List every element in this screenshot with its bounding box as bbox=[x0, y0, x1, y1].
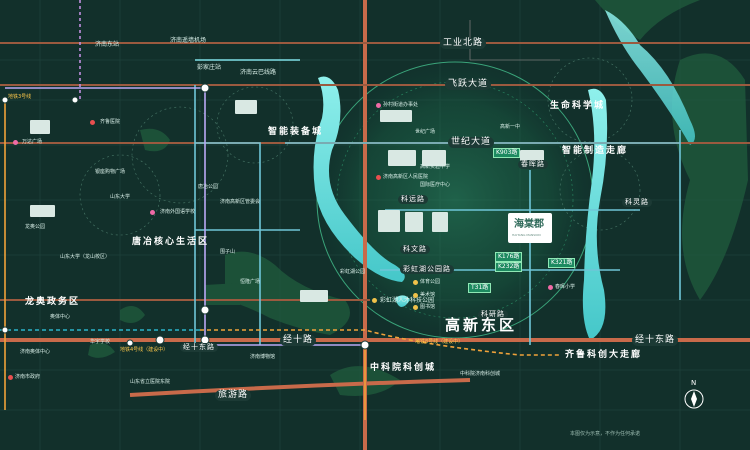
poi-marker bbox=[372, 298, 377, 303]
poi-international-medical: 国际医疗中心 bbox=[420, 182, 451, 188]
poi-provincial-hospital: 山东省立医院东院 bbox=[130, 379, 171, 385]
poi-sunshan-office: 孙村街道办事处 bbox=[383, 102, 419, 108]
road-shiji-label: 世纪大道 bbox=[448, 137, 495, 148]
metro-line3-label: 地铁3号线 bbox=[8, 94, 32, 100]
poi-yinzuo: 银座购物广场 bbox=[95, 169, 126, 175]
poi-chunhui-primary: 春晖小学 bbox=[555, 284, 576, 290]
stations bbox=[1, 83, 370, 350]
poi-marker bbox=[8, 375, 13, 380]
road-kewen-label: 科文路 bbox=[400, 245, 430, 254]
bus-k903: K903路 bbox=[493, 148, 521, 158]
poi-marker bbox=[413, 293, 418, 298]
poi-huayu-school: 华宇学校 bbox=[90, 339, 111, 345]
zone-life-science-city: 生命科学城 bbox=[550, 101, 606, 111]
poi-marker bbox=[413, 280, 418, 285]
poi-foreign-school: 济南外国语学校 bbox=[160, 209, 196, 215]
buildings bbox=[30, 100, 544, 302]
zone-qilu-corridor: 齐鲁科创大走廊 bbox=[565, 350, 643, 360]
poi-art-museum: 美术馆 bbox=[420, 292, 436, 298]
poi-shandong-uni: 山东大学 bbox=[110, 194, 131, 200]
bus-k232: K232路 bbox=[495, 262, 523, 272]
poi-renbao-park: 彩虹湖人才科技公园 bbox=[380, 297, 435, 304]
poi-qilu-hospital: 齐鲁医院 bbox=[100, 119, 121, 125]
road-jingshi-east-label: 经十东路 bbox=[632, 335, 679, 346]
project-name: 海棠郡 bbox=[514, 219, 544, 230]
poi-museum: 济南博物馆 bbox=[250, 354, 276, 360]
compass-n-label: N bbox=[691, 379, 697, 387]
jinan-east-station-label: 济南东站 bbox=[95, 41, 120, 48]
zone-zhongke-city: 中科院科创城 bbox=[370, 363, 437, 373]
zone-smart-manufacturing-city: 智能装备城 bbox=[268, 127, 324, 137]
poi-longao-park: 龙奥公园 bbox=[25, 224, 46, 230]
poi-shandong-uni-longshan: 山东大学（龙山校区） bbox=[60, 254, 111, 260]
poi-weizishan: 围子山 bbox=[220, 249, 236, 255]
road-gongye-north-label: 工业北路 bbox=[440, 38, 487, 49]
poi-jinan-city-gov: 济南市政府 bbox=[15, 374, 41, 380]
project-subtitle: HAITANG MANSION bbox=[512, 233, 541, 237]
poi-hospital: 济南高新区人民医院 bbox=[383, 174, 429, 180]
zone-smart-corridor: 智能制造走廊 bbox=[562, 146, 629, 156]
poi-marker bbox=[413, 305, 418, 310]
poi-jianqiao-school: 高新实验中学 bbox=[420, 164, 451, 170]
poi-zhongke-inst: 中科院济南科创城 bbox=[460, 371, 501, 377]
bus-k321: K321路 bbox=[548, 258, 576, 268]
compass: N bbox=[683, 380, 705, 410]
metro-line8-label: 地铁8号线（建设中） bbox=[415, 339, 464, 345]
poi-tiyu-park: 体育公园 bbox=[420, 279, 441, 285]
poi-marker bbox=[150, 210, 155, 215]
pengzhuang-station-label: 彭家庄站 bbox=[197, 64, 222, 71]
road-caihonghu-label: 彩虹湖公园路 bbox=[400, 265, 454, 274]
road-jingshi-label: 经十路 bbox=[280, 335, 317, 346]
project-marker[interactable]: 海棠郡 HAITANG MANSION bbox=[508, 213, 552, 243]
poi-marker bbox=[13, 140, 18, 145]
road-lvyou-label: 旅游路 bbox=[215, 390, 252, 401]
poi-marker bbox=[90, 120, 95, 125]
bus-k176: K176路 bbox=[495, 252, 523, 262]
road-keyan-label: 科研路 bbox=[478, 310, 508, 319]
poi-aoti: 奥体中心 bbox=[50, 314, 71, 320]
poi-caihonghu-park: 彩虹湖公园 bbox=[340, 269, 366, 275]
road-jingshi-east-left-label: 经十东路 bbox=[180, 343, 218, 352]
metro-line4-label: 地铁4号线（建设中） bbox=[120, 347, 169, 353]
disclaimer: 本图仅为示意，不作为任何承诺 bbox=[570, 431, 641, 437]
poi-marker bbox=[548, 285, 553, 290]
poi-wanda: 万达广场 bbox=[22, 139, 43, 145]
zone-longao-admin: 龙奥政务区 bbox=[25, 297, 81, 307]
poi-gaoxin-committee: 济南高新区管委会 bbox=[220, 199, 261, 205]
poi-marker bbox=[376, 175, 381, 180]
poi-olympic-center: 济南奥体中心 bbox=[20, 349, 51, 355]
road-feiyue-label: 飞跃大道 bbox=[445, 79, 492, 90]
poi-henglong: 恒隆广场 bbox=[240, 279, 261, 285]
zone-tangye-core: 唐冶核心生活区 bbox=[132, 237, 210, 247]
road-keyuan-label: 科远路 bbox=[398, 195, 428, 204]
road-keling-label: 科灵路 bbox=[622, 198, 652, 207]
road-chunhui-label: 春晖路 bbox=[518, 160, 548, 169]
poi-century-square: 世纪广场 bbox=[415, 129, 436, 135]
compass-icon bbox=[684, 389, 704, 409]
yunba-label: 济南云巴线路 bbox=[240, 69, 277, 76]
poi-tangye-park: 唐冶公园 bbox=[198, 184, 219, 190]
district-gaoxin-east: 高新东区 bbox=[445, 316, 518, 334]
poi-library: 图书馆 bbox=[420, 304, 436, 310]
bus-t31: T31路 bbox=[468, 283, 492, 293]
poi-marker bbox=[376, 103, 381, 108]
airport-label: 济南遥墙机场 bbox=[170, 37, 207, 44]
poi-gaoxin-middle: 高新一中 bbox=[500, 124, 521, 130]
